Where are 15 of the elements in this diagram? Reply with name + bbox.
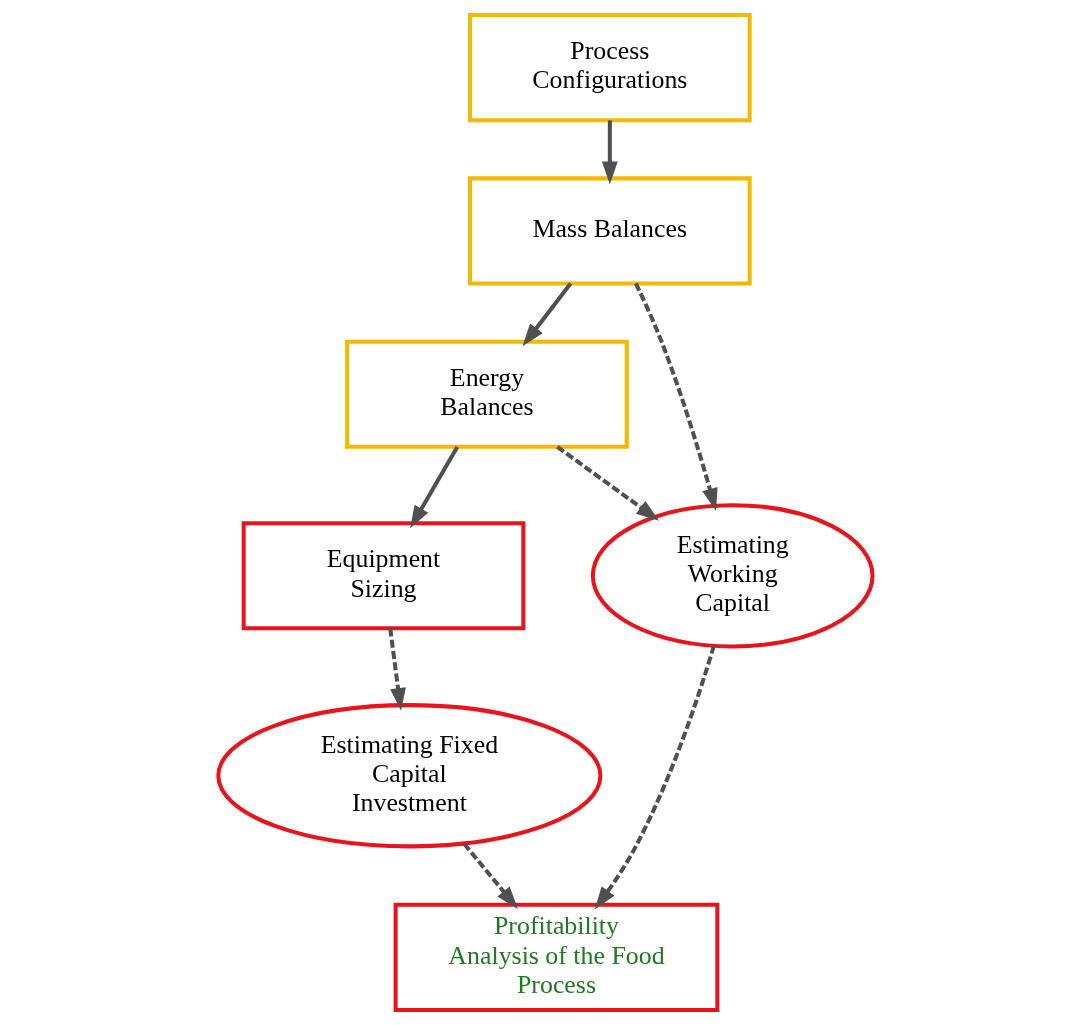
node-box: Process Configurations [468, 13, 752, 123]
node-ellipse: Estimating Fixed Capital Investment [216, 703, 603, 849]
node-box: Equipment Sizing [241, 521, 526, 631]
arrow [462, 842, 518, 910]
arrow [634, 282, 718, 511]
arrow [388, 628, 406, 711]
node-box: Energy Balances [345, 339, 629, 449]
arrow [594, 645, 716, 910]
arrow [410, 445, 460, 529]
node-box: Profitability Analysis of the Food Process [393, 902, 720, 1012]
arrow [556, 445, 659, 521]
node-ellipse: Estimating Working Capital [590, 503, 875, 649]
arrow [601, 120, 618, 185]
node-box: Mass Balances [468, 176, 752, 286]
arrow [522, 282, 573, 347]
